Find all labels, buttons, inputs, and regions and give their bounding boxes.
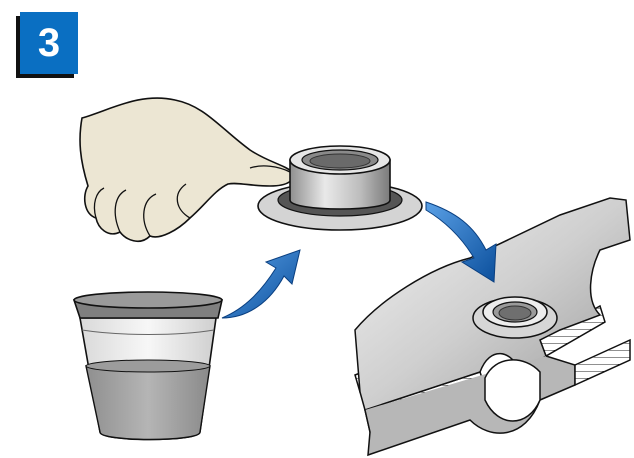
cup-band-line: [81, 329, 215, 335]
cup-opening: [73, 291, 223, 309]
seated-nut-bore: [498, 305, 532, 321]
gloved-hand-icon: [79, 97, 294, 243]
curved-arrow-icon: [221, 249, 301, 319]
finger-line-4: [93, 187, 105, 219]
finger-line-1: [114, 189, 127, 233]
nut-thread-inner: [309, 153, 371, 169]
curved-arrow-icon: [425, 201, 497, 283]
blade-hole-cutout: [484, 359, 541, 422]
finger-line-3: [176, 183, 191, 219]
step-number: 3: [20, 12, 78, 74]
hand-outline: [79, 97, 294, 243]
cup-liquid: [85, 365, 211, 441]
index-finger-line: [249, 165, 291, 173]
blade-section-edge: [574, 338, 631, 387]
flange-nut-icon: [257, 145, 423, 231]
adhesive-cup-icon: [72, 291, 223, 441]
step-number-badge: 3: [16, 12, 78, 78]
liquid-surface: [85, 359, 211, 373]
mower-blade-icon: [354, 197, 631, 457]
finger-line-2: [143, 193, 157, 237]
